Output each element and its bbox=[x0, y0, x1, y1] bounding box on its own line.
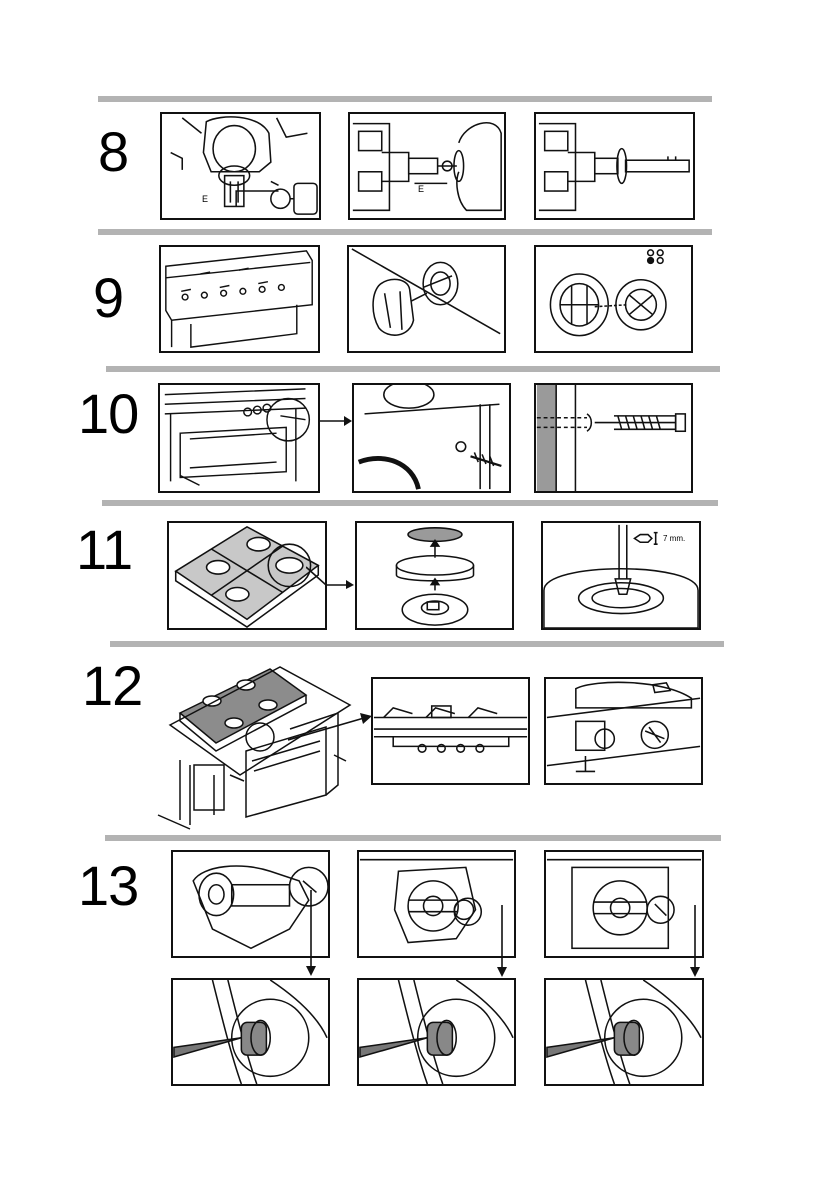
step13-figure-screwdriver-b bbox=[357, 978, 516, 1086]
step13-arrow-down-c bbox=[689, 905, 701, 979]
step13-figure-valve-c bbox=[544, 850, 704, 958]
step8-figure-tool-adjust bbox=[534, 112, 695, 220]
step13-figure-screwdriver-c bbox=[544, 978, 704, 1086]
section-divider-12 bbox=[110, 641, 724, 647]
step-number-8: 8 bbox=[98, 124, 128, 180]
step11-arrow-zoom bbox=[306, 565, 356, 589]
step8-label-e: E bbox=[202, 194, 208, 204]
step9-figure-knob-detail bbox=[534, 245, 693, 353]
step11-figure-hob-top bbox=[167, 521, 327, 630]
step10-arrow-zoom bbox=[320, 414, 354, 428]
section-divider-10 bbox=[106, 366, 720, 372]
step13-arrow-down-a bbox=[305, 890, 317, 978]
step9-figure-knob-removal bbox=[347, 245, 506, 353]
step-number-9: 9 bbox=[93, 270, 123, 326]
step13-figure-screwdriver-a bbox=[171, 978, 330, 1086]
step-number-10: 10 bbox=[78, 386, 138, 442]
step12-figure-kitchen-install bbox=[150, 665, 370, 830]
step10-figure-screw-wall bbox=[534, 383, 693, 493]
step-number-12: 12 bbox=[82, 658, 142, 714]
step8-figure-hand-insert: E bbox=[348, 112, 506, 220]
step12-figure-hob-side bbox=[371, 677, 530, 785]
step13-arrow-down-b bbox=[496, 905, 508, 979]
section-divider-11 bbox=[102, 500, 718, 506]
step-number-11: 11 bbox=[76, 522, 132, 578]
step-number-13: 13 bbox=[78, 858, 138, 914]
step11-figure-injector: 7 mm. bbox=[541, 521, 701, 630]
step12-arrow-zoom bbox=[288, 712, 374, 742]
step10-figure-oven-front bbox=[158, 383, 320, 493]
section-divider-9 bbox=[98, 229, 712, 235]
section-divider-13 bbox=[105, 835, 721, 841]
step13-figure-valve-b bbox=[357, 850, 516, 958]
step10-figure-screw-detail bbox=[352, 383, 511, 493]
step12-figure-valves bbox=[544, 677, 703, 785]
step9-figure-control-panel bbox=[159, 245, 320, 353]
step8-figure-knob-spindle: E bbox=[160, 112, 321, 220]
step11-figure-burner-exploded bbox=[355, 521, 514, 630]
step8-label-e2: E bbox=[418, 184, 424, 194]
step11-label-size: 7 mm. bbox=[663, 534, 685, 543]
section-divider-8 bbox=[98, 96, 712, 102]
